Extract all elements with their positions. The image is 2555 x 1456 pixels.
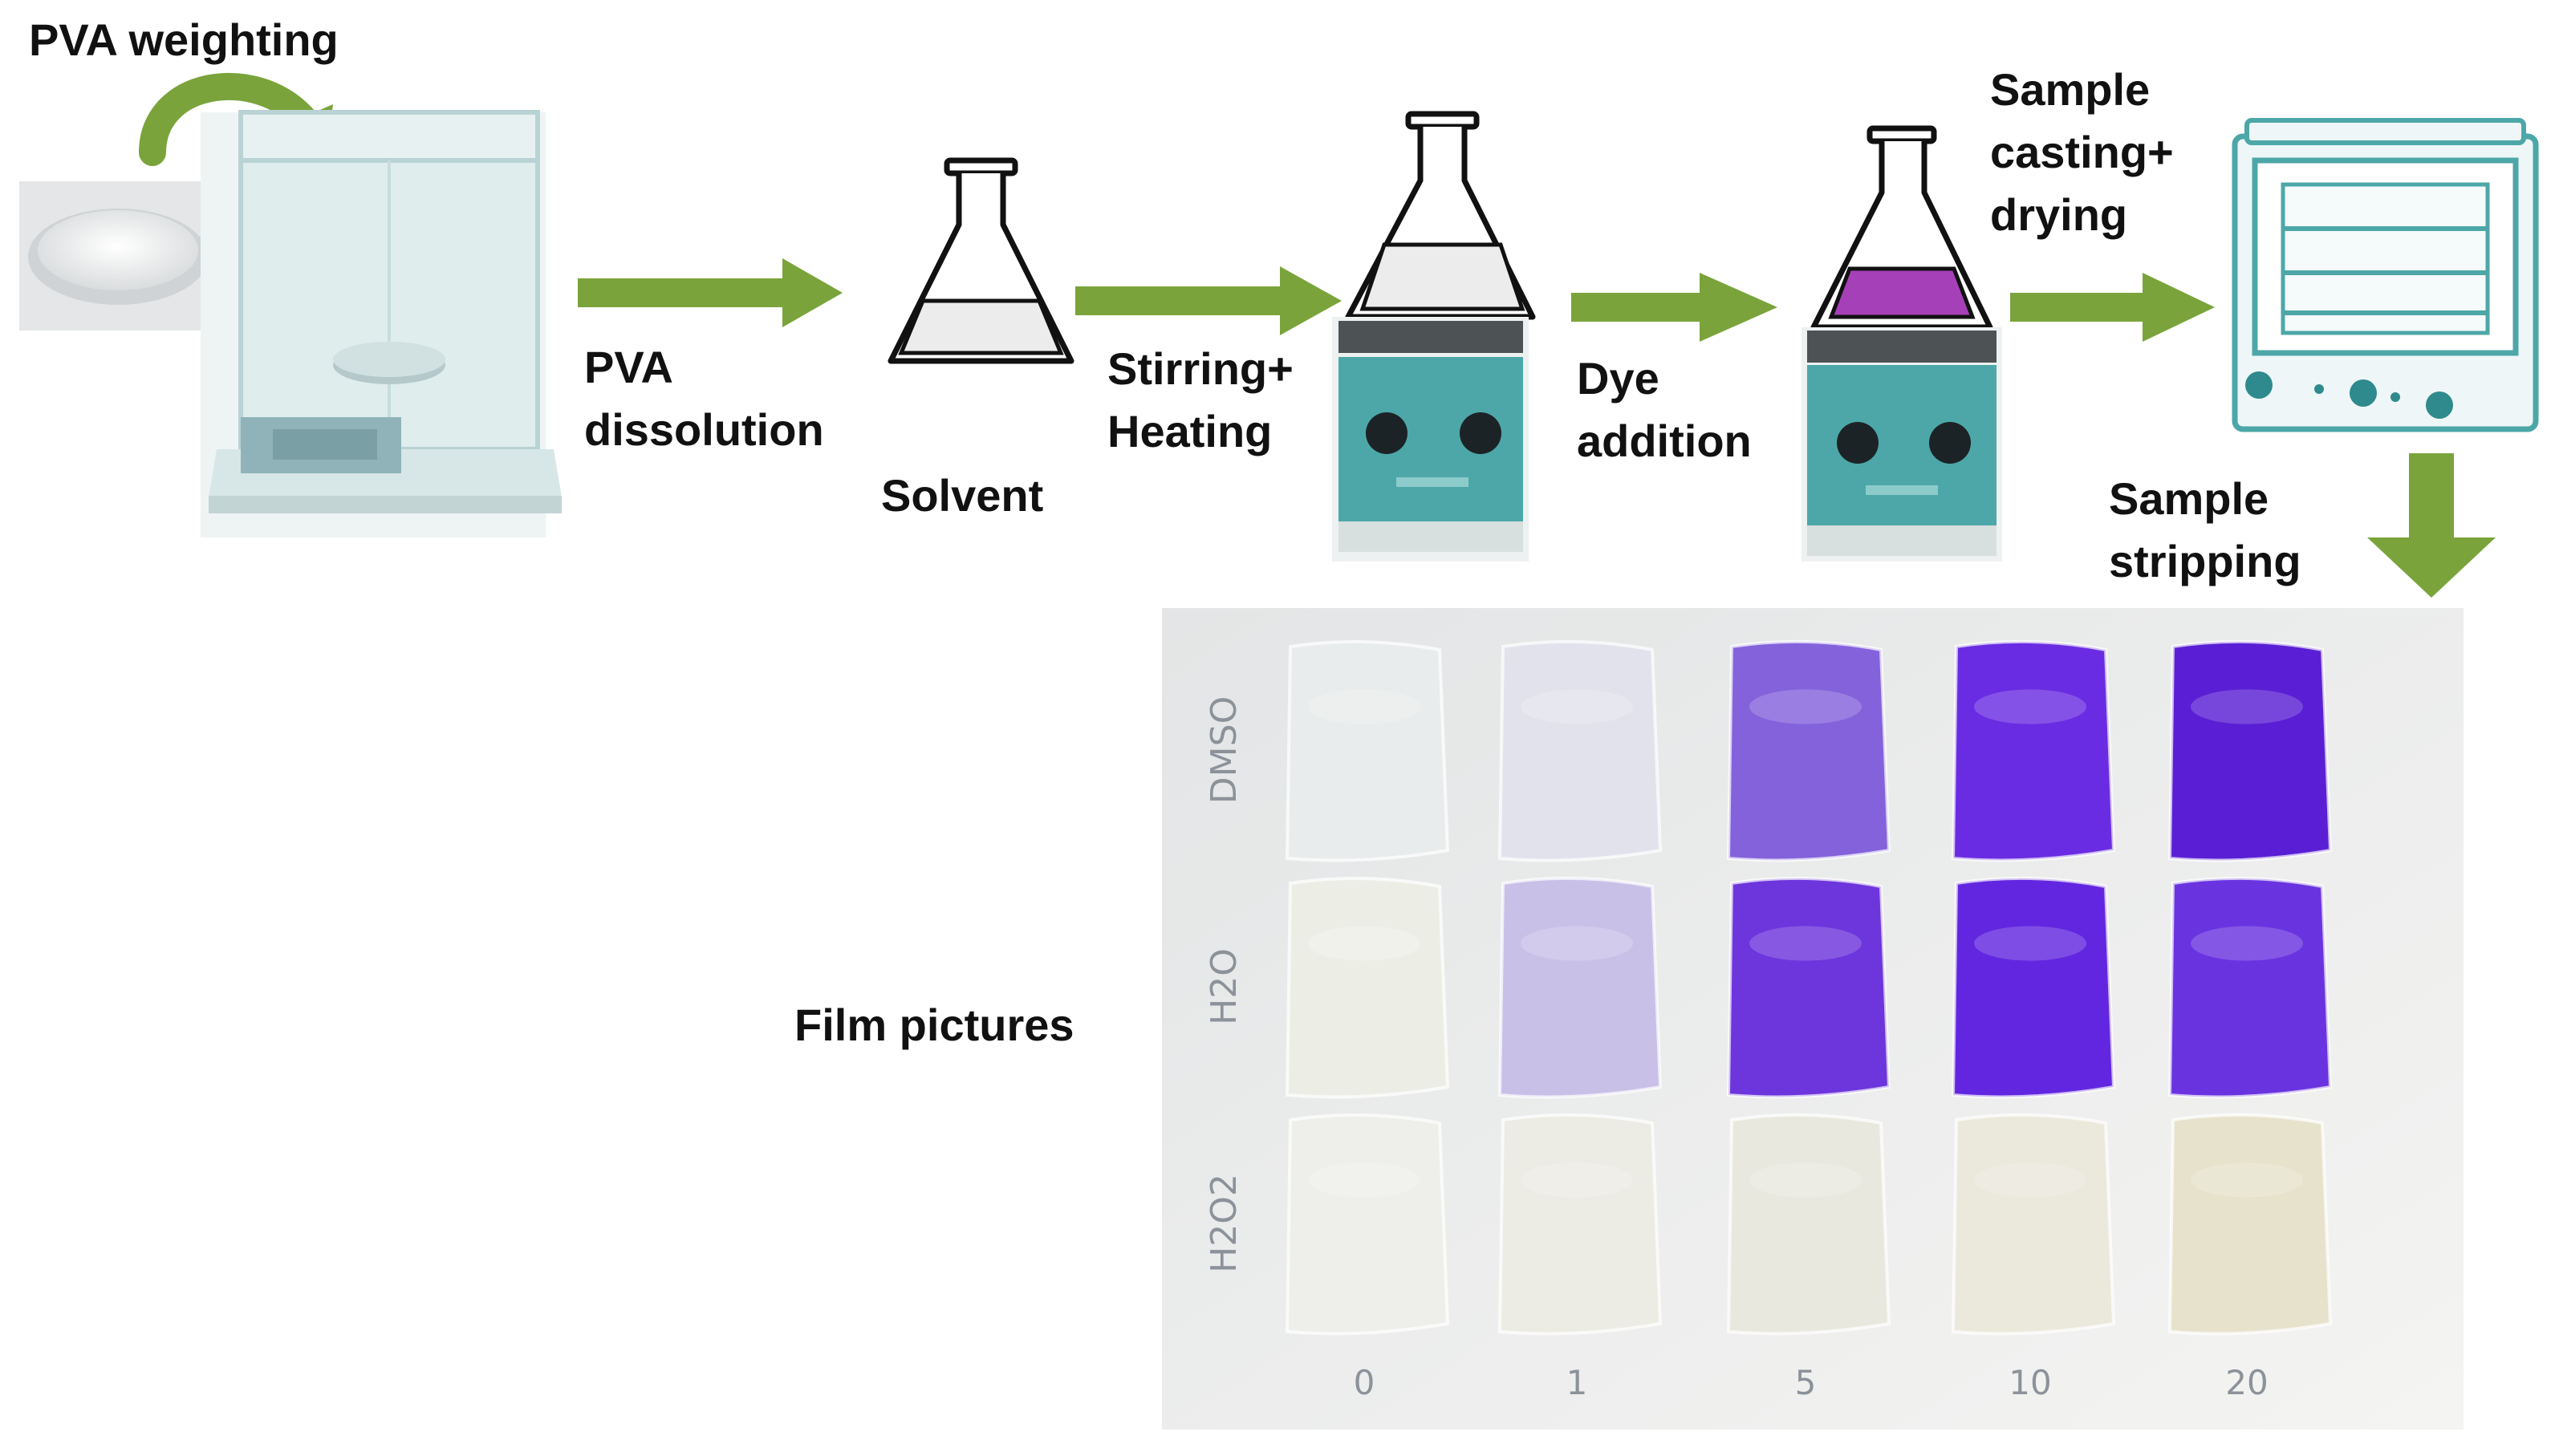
flask-icon	[1345, 111, 1536, 320]
film-swatch	[1285, 639, 1450, 862]
film-row-label: DMSO	[1204, 696, 1245, 804]
film-pictures-label: Film pictures	[794, 1000, 1074, 1050]
casting-drying-label-line2: casting+	[1990, 127, 2174, 177]
film-sheen	[2191, 926, 2303, 961]
film-swatch	[1497, 876, 1663, 1099]
film-swatch	[1951, 876, 2116, 1099]
film-swatch	[1285, 876, 1450, 1099]
arrow-down-icon	[2367, 453, 2496, 598]
stirring-heating-label-line1: Stirring+	[1107, 343, 1294, 394]
film-swatch	[2167, 876, 2333, 1099]
dye-addition-label-line1: Dye	[1577, 353, 1659, 404]
casting-drying-label-line1: Sample	[1990, 64, 2151, 115]
film-column-label: 1	[1566, 1363, 1588, 1402]
arrow-icon	[578, 258, 843, 327]
dye-addition-label-line2: addition	[1577, 416, 1752, 466]
pva-dissolution-label-line2: dissolution	[584, 404, 824, 455]
film-swatch	[1951, 639, 2116, 862]
film-sheen	[1308, 1162, 1420, 1198]
film-swatch	[1497, 639, 1663, 862]
film-sheen	[1974, 689, 2086, 724]
film-photo: DMSO H2O H2O2 0 1 5 10 20	[1162, 608, 2464, 1430]
film-swatch	[1726, 1113, 1891, 1336]
film-swatch	[1285, 1113, 1450, 1336]
film-sheen	[1974, 926, 2086, 961]
arrow-icon	[1571, 273, 1777, 342]
film-sheen	[1521, 1162, 1633, 1198]
film-row-label: H2O	[1204, 948, 1245, 1025]
film-sheen	[1974, 1162, 2086, 1198]
film-column-label: 0	[1354, 1363, 1375, 1402]
film-swatch	[1726, 639, 1891, 862]
arrow-icon	[2010, 273, 2215, 342]
film-sheen	[1521, 689, 1633, 724]
film-column-label: 5	[1795, 1363, 1817, 1402]
stirring-heating-label-line2: Heating	[1107, 406, 1273, 456]
film-sheen	[1521, 926, 1633, 961]
film-swatch	[1951, 1113, 2116, 1336]
film-sheen	[2191, 1162, 2303, 1198]
film-column-label: 20	[2225, 1363, 2268, 1402]
film-column-label: 10	[2009, 1363, 2051, 1402]
film-sheen	[1749, 1162, 1862, 1198]
pva-dissolution-label-line1: PVA	[584, 342, 673, 392]
film-row-label: H2O2	[1204, 1174, 1245, 1273]
film-sheen	[1749, 926, 1862, 961]
film-swatch	[2167, 639, 2333, 862]
powder-dish-icon	[19, 181, 217, 331]
solvent-label: Solvent	[881, 470, 1044, 521]
flask-icon	[1810, 125, 1993, 331]
sample-stripping-label-line2: stripping	[2109, 536, 2301, 586]
analytical-balance-icon	[201, 110, 562, 537]
film-swatch	[2167, 1113, 2333, 1336]
film-sheen	[1308, 926, 1420, 961]
arrow-icon	[1075, 266, 1342, 335]
hot-plate-stirrer-icon	[1801, 327, 2002, 562]
sample-stripping-label-line1: Sample	[2109, 473, 2269, 524]
casting-drying-label-line3: drying	[1990, 189, 2128, 240]
pva-weighting-label: PVA weighting	[29, 14, 339, 65]
drying-oven-icon	[2232, 118, 2539, 432]
hot-plate-stirrer-icon	[1332, 317, 1529, 562]
film-swatch	[1497, 1113, 1663, 1336]
film-swatch	[1726, 876, 1891, 1099]
film-sheen	[1308, 689, 1420, 724]
film-sheen	[2191, 689, 2303, 724]
flask-icon	[888, 157, 1074, 364]
film-sheen	[1749, 689, 1862, 724]
